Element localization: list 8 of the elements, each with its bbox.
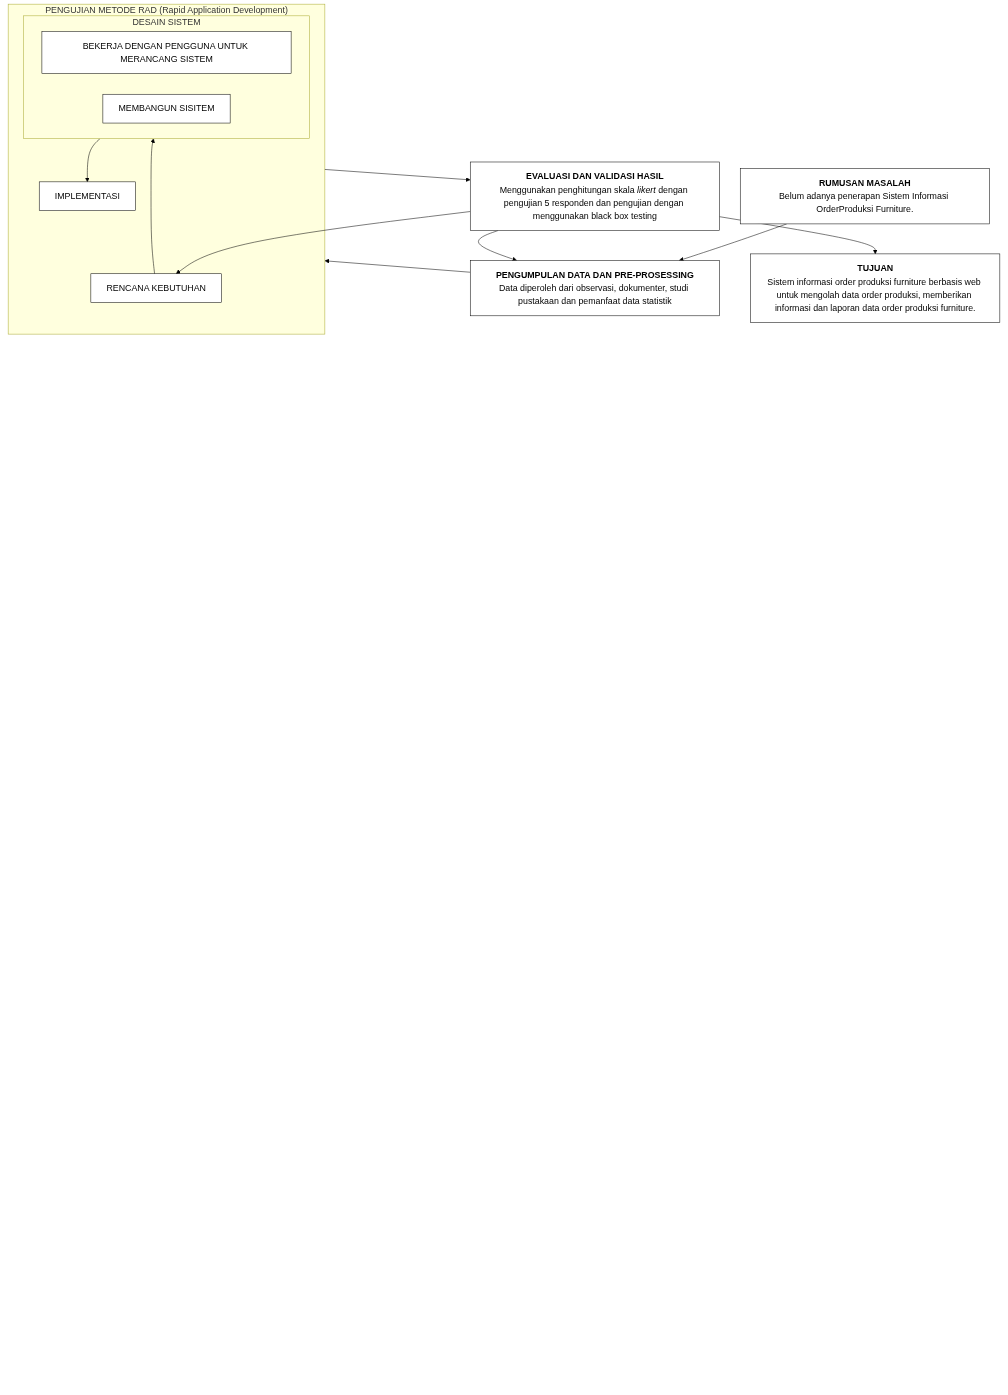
node-box: TUJUAN Sistem informasi order produksi furniture berbasis web untuk mengolah data order produksi, memberikan informasi dan laporan data order produksi furniture. <box>750 253 1001 323</box>
node-box: EVALUASI DAN VALIDASI HASIL Menggunakan penghitungan skala likert dengan pengujian 5 responden dan pengujian dengan menggunakan black box testing <box>470 161 720 231</box>
node-box: RENCANA KEBUTUHAN <box>90 273 222 303</box>
node-box: PENGUMPULAN DATA DAN PRE-PROSESSING Data diperoleh dari observasi, dokumenter, studi pustakaan dan pemanfaat data statistik <box>470 260 720 317</box>
node-box: BEKERJA DENGAN PENGGUNA UNTUK MERANCANG SISTEM <box>41 31 292 74</box>
node-box: RUMUSAN MASALAH Belum adanya penerapan Sistem Informasi OrderProduksi Furniture. <box>740 168 990 225</box>
node-box: MEMBANGUN SISITEM <box>102 93 231 124</box>
node-box: IMPLEMENTASI <box>38 181 136 211</box>
